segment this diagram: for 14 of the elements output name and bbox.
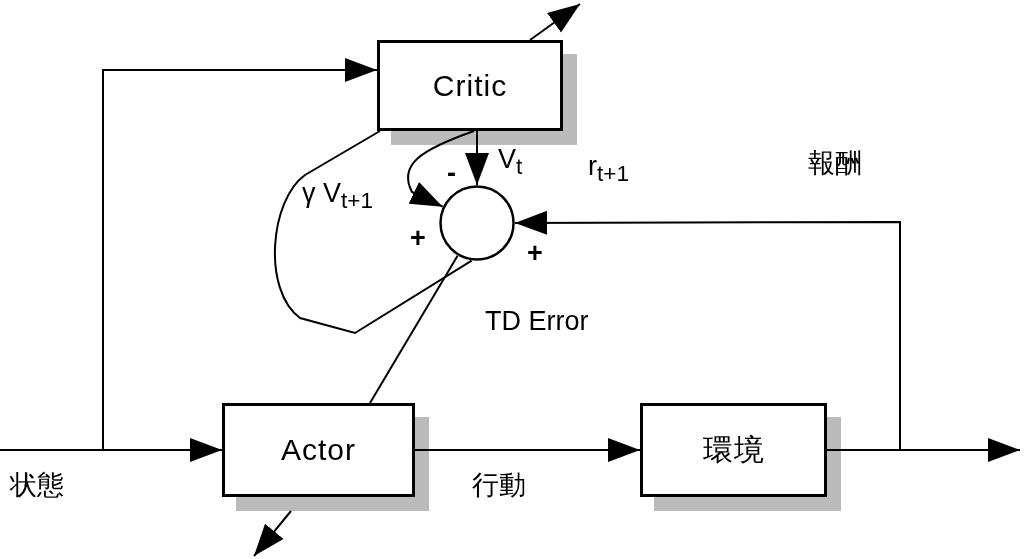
connector-line: [369, 254, 459, 404]
arrow: [407, 130, 475, 208]
arrow: [465, 130, 489, 186]
connector-line: [274, 130, 473, 334]
edge-label: 行動: [472, 472, 526, 499]
arrow: [514, 210, 901, 451]
edge-label: 状態: [10, 472, 64, 499]
process-box: Actor: [222, 403, 415, 497]
process-box: Critic: [377, 40, 563, 131]
process-box: 環境: [640, 403, 827, 497]
arrow: [0, 58, 378, 451]
summing-circle: [439, 185, 515, 261]
arrow: [414, 438, 641, 462]
signal-label: 報酬: [808, 150, 862, 177]
